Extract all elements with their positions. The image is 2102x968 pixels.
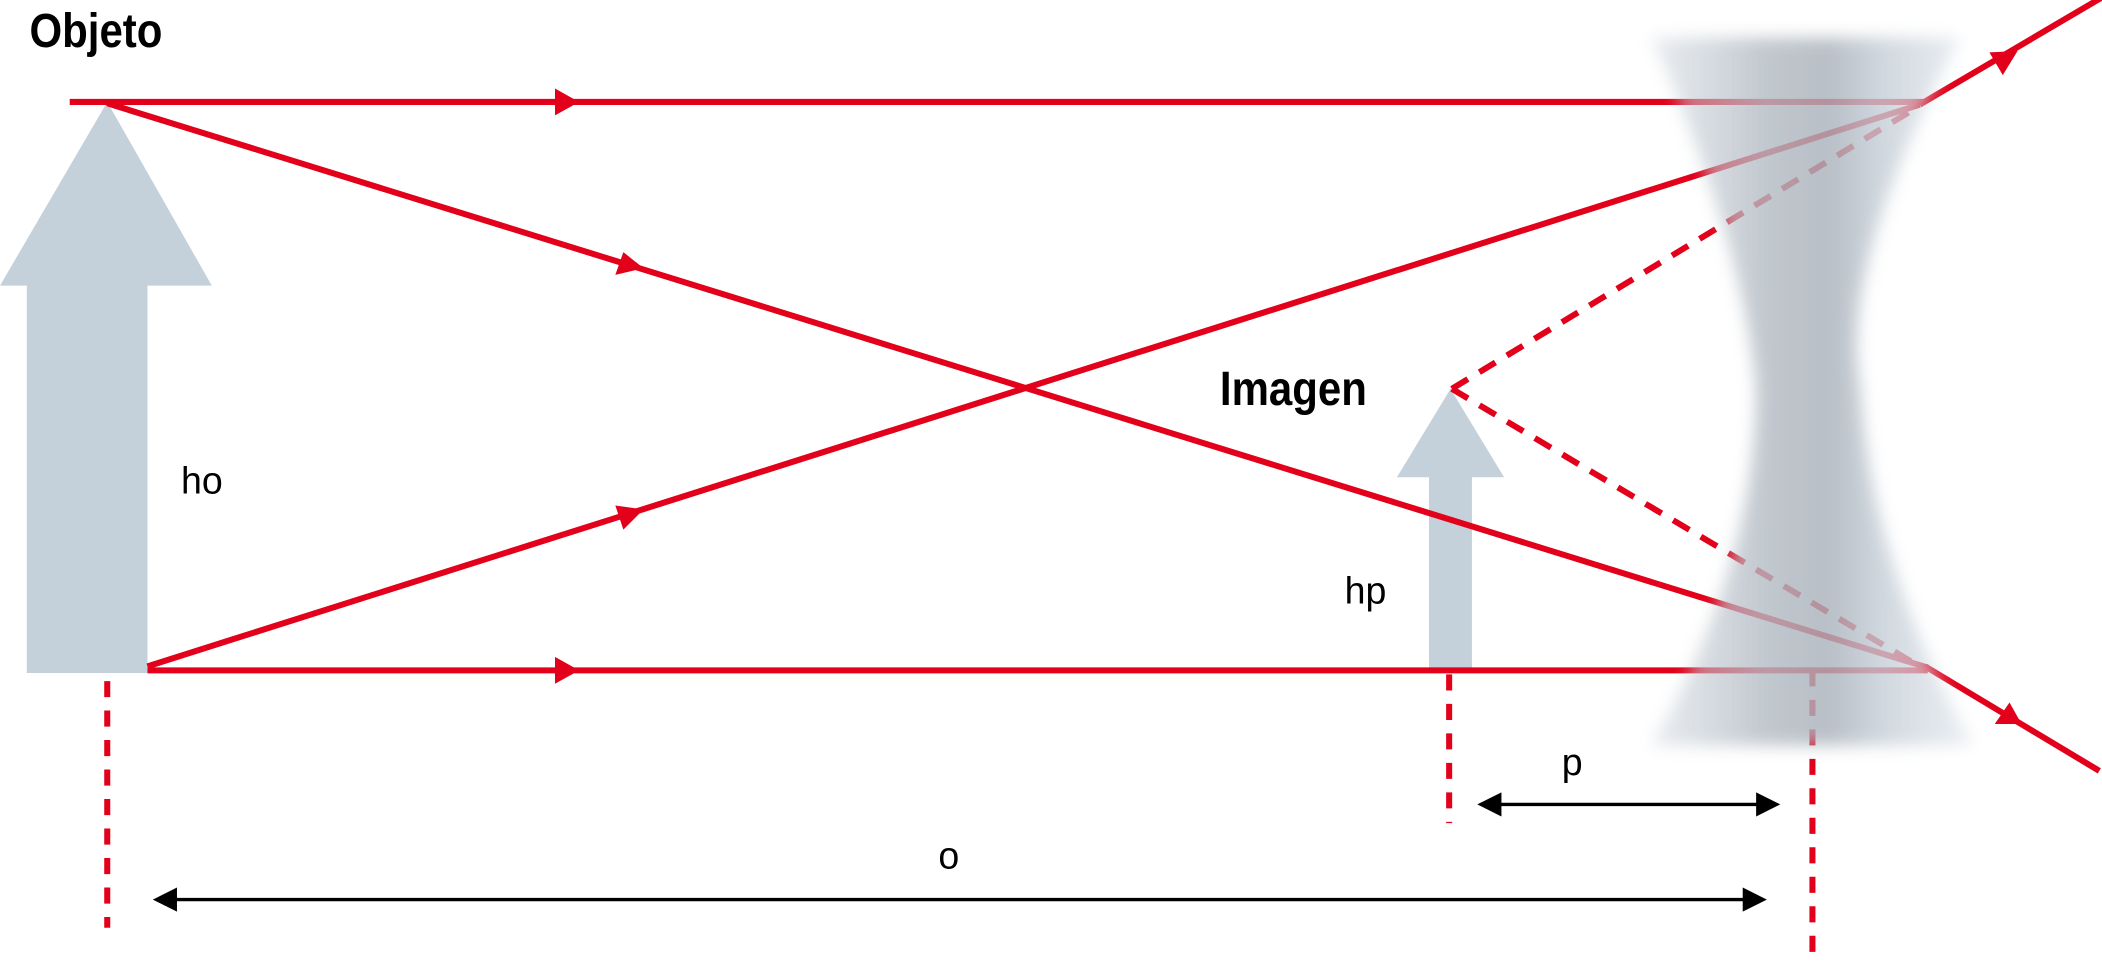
ray-top-out xyxy=(1918,0,2102,108)
ray-ascending xyxy=(146,101,1921,670)
arrowhead-left-icon xyxy=(152,887,177,912)
arrowhead-icon xyxy=(1989,50,2018,76)
dimension-lines xyxy=(171,802,1763,902)
arrowhead-right-icon xyxy=(1742,887,1767,912)
image-distance-label: p xyxy=(1562,741,1583,783)
arrowhead-icon xyxy=(615,252,644,275)
arrowhead-right-icon xyxy=(1756,792,1781,817)
object-height-label: ho xyxy=(181,459,223,501)
ray-direction-arrows xyxy=(554,50,2022,724)
image-label: Imagen xyxy=(1220,361,1367,415)
object-arrow xyxy=(0,101,212,674)
arrowhead-icon xyxy=(554,88,580,116)
image-height-label: hp xyxy=(1345,569,1387,611)
image-arrow xyxy=(1396,388,1505,668)
arrowhead-left-icon xyxy=(1477,792,1502,817)
arrowhead-icon xyxy=(554,656,580,684)
ray-descending xyxy=(106,100,1929,671)
arrowhead-icon xyxy=(1994,702,2022,724)
object-distance-label: o xyxy=(938,835,959,877)
object-label: Objeto xyxy=(29,3,162,57)
light-rays xyxy=(69,0,2102,955)
diverging-lens xyxy=(1651,37,1974,746)
arrowhead-icon xyxy=(615,505,644,530)
